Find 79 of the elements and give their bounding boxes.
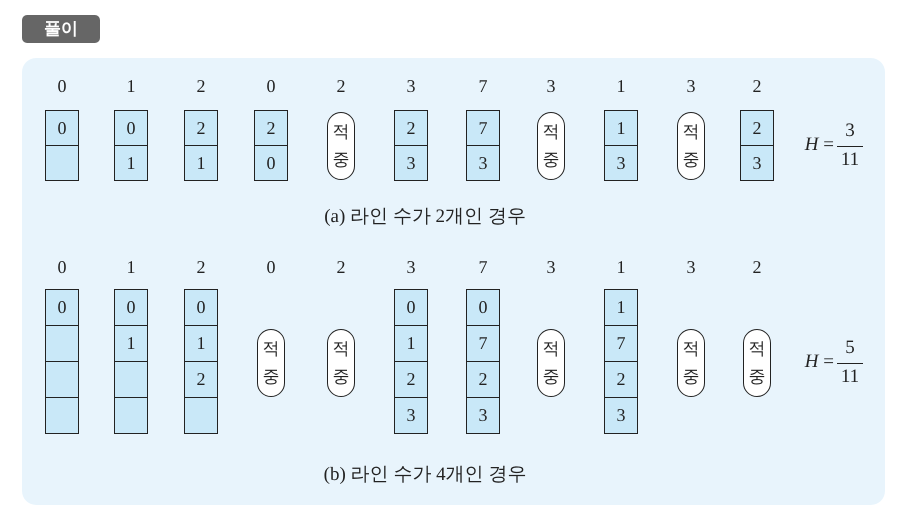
reference-number: 7 (478, 76, 488, 97)
cache-line-cell (184, 397, 218, 434)
cache-line-cell: 7 (466, 110, 500, 146)
numerator: 5 (844, 337, 856, 359)
reference-number: 3 (686, 76, 696, 97)
reference-number: 2 (196, 257, 206, 278)
reference-number: 1 (126, 76, 136, 97)
cache-line-cell (45, 145, 79, 181)
reference-number: 7 (478, 257, 488, 278)
cache-line-cell: 3 (740, 145, 774, 181)
caption: (b) 라인 수가 4개인 경우 (322, 463, 528, 487)
cache-line-cell: 7 (466, 325, 500, 362)
cache-line-cell: 3 (394, 397, 428, 434)
cache-line-cell: 0 (45, 289, 79, 326)
hit-marker: 적중 (537, 329, 565, 397)
cache-line-cell: 3 (394, 145, 428, 181)
cache-line-cell: 0 (114, 289, 148, 326)
cache-line-cell: 0 (45, 110, 79, 146)
hit-marker: 적중 (257, 329, 285, 397)
cache-line-cell: 2 (184, 361, 218, 398)
numerator: 3 (844, 120, 856, 142)
reference-number: 1 (126, 257, 136, 278)
hit-marker: 적중 (677, 112, 705, 180)
formula-text: H = (804, 351, 834, 373)
hit-marker: 적중 (537, 112, 565, 180)
reference-number: 2 (752, 257, 762, 278)
cache-line-cell: 7 (604, 325, 638, 362)
cache-line-cell: 2 (740, 110, 774, 146)
reference-number: 2 (336, 76, 346, 97)
hit-marker: 적중 (327, 329, 355, 397)
hit-marker: 적중 (743, 329, 771, 397)
cache-line-cell: 1 (114, 145, 148, 181)
cache-line-cell: 1 (184, 325, 218, 362)
reference-number: 2 (196, 76, 206, 97)
cache-line-cell (45, 325, 79, 362)
cache-line-cell: 3 (604, 145, 638, 181)
cache-line-cell (45, 397, 79, 434)
reference-number: 1 (616, 76, 626, 97)
reference-number: 0 (56, 76, 68, 97)
cache-line-cell: 2 (604, 361, 638, 398)
cache-line-cell: 0 (394, 289, 428, 326)
cache-line-cell: 0 (184, 289, 218, 326)
cache-line-cell: 3 (466, 397, 500, 434)
cache-line-cell: 2 (394, 110, 428, 146)
reference-number: 3 (686, 257, 696, 278)
formula-text: H = (804, 134, 834, 156)
cache-line-cell (114, 397, 148, 434)
reference-number: 3 (546, 257, 556, 278)
denominator: 11 (840, 149, 860, 171)
cache-line-cell: 3 (604, 397, 638, 434)
reference-number: 0 (266, 76, 276, 97)
cache-line-cell: 0 (466, 289, 500, 326)
reference-number: 2 (336, 257, 346, 278)
cache-line-cell (114, 361, 148, 398)
caption: (a) 라인 수가 2개인 경우 (323, 205, 527, 229)
reference-number: 3 (546, 76, 556, 97)
reference-number: 3 (406, 76, 416, 97)
heading-badge: 풀이 (22, 15, 100, 43)
denominator: 11 (840, 366, 860, 388)
cache-line-cell: 0 (254, 145, 288, 181)
cache-line-cell: 1 (184, 145, 218, 181)
hit-marker: 적중 (327, 112, 355, 180)
cache-line-cell: 2 (466, 361, 500, 398)
reference-number: 1 (616, 257, 626, 278)
reference-number: 3 (406, 257, 416, 278)
reference-number: 0 (266, 257, 276, 278)
cache-line-cell: 2 (254, 110, 288, 146)
cache-line-cell: 2 (184, 110, 218, 146)
hit-marker: 적중 (677, 329, 705, 397)
cache-line-cell: 0 (114, 110, 148, 146)
cache-line-cell: 2 (394, 361, 428, 398)
reference-number: 0 (56, 257, 68, 278)
cache-line-cell: 1 (604, 110, 638, 146)
cache-line-cell: 3 (466, 145, 500, 181)
cache-line-cell: 1 (394, 325, 428, 362)
reference-number: 2 (752, 76, 762, 97)
cache-line-cell: 1 (604, 289, 638, 326)
cache-line-cell: 1 (114, 325, 148, 362)
cache-line-cell (45, 361, 79, 398)
